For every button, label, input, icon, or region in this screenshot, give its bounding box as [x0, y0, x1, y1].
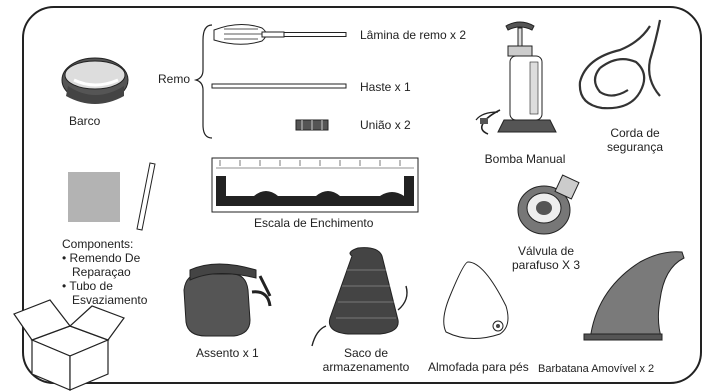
repair-patch-illustration [68, 172, 120, 222]
label-inflation-scale: Escala de Enchimento [254, 216, 374, 230]
open-box-illustration [13, 299, 125, 391]
foot-pad-illustration [443, 261, 509, 339]
rope-illustration [578, 19, 662, 110]
boat-illustration [61, 57, 129, 104]
paddle-shaft-illustration [211, 83, 347, 89]
seat-illustration [183, 263, 272, 337]
label-storage-bag: Saco de armazenamento [318, 346, 414, 374]
hand-pump-illustration [475, 21, 557, 135]
fin-illustration [583, 251, 685, 341]
label-storage-bag-line-1: Saco de [343, 346, 389, 360]
label-hand-pump: Bomba Manual [484, 152, 566, 166]
components-list: Components: • Remendo De Reparaçao • Tub… [62, 237, 147, 307]
paddle-bracket [193, 24, 213, 139]
label-rope-line-1: Corda de [610, 126, 660, 140]
label-paddle-blade: Lâmina de remo x 2 [360, 28, 467, 42]
deflation-tube-illustration [136, 162, 156, 231]
label-seat: Assento x 1 [196, 346, 259, 360]
label-valve: Válvula de parafuso X 3 [498, 244, 594, 272]
label-paddle-joint: União x 2 [360, 118, 411, 132]
label-rope-line-2: segurança [606, 140, 664, 154]
content-frame [22, 6, 702, 384]
paddle-blade-illustration [213, 24, 347, 45]
label-boat: Barco [69, 114, 101, 128]
components-title: Components: [62, 237, 134, 251]
label-foot-pad: Almofada para pés [428, 360, 529, 374]
storage-bag-illustration [311, 247, 408, 347]
paddle-joint-illustration [295, 119, 329, 131]
component-1-line-2: Reparaçao [72, 265, 131, 279]
label-paddle-shaft: Haste x 1 [360, 80, 411, 94]
component-2-line-1: • Tubo de [62, 279, 113, 293]
inflation-scale-illustration [211, 157, 419, 213]
valve-illustration [517, 174, 580, 235]
label-storage-bag-line-2: armazenamento [322, 360, 410, 374]
label-valve-line-2: parafuso X 3 [511, 258, 581, 272]
component-1-line-1: • Remendo De [62, 251, 141, 265]
label-valve-line-1: Válvula de [517, 244, 575, 258]
label-fin: Barbatana Amovível x 2 [538, 363, 655, 375]
label-rope: Corda de segurança [590, 126, 680, 154]
label-paddle-group: Remo [158, 72, 191, 86]
component-2-line-2: Esvaziamento [72, 293, 148, 307]
